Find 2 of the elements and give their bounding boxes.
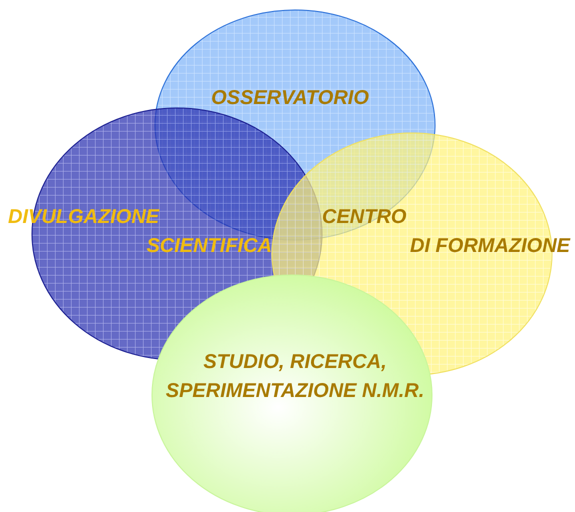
region-label: STUDIO, RICERCA, SPERIMENTAZIONE N.M.R.: [164, 350, 426, 404]
region-label: OSSERVATORIO: [210, 86, 370, 111]
